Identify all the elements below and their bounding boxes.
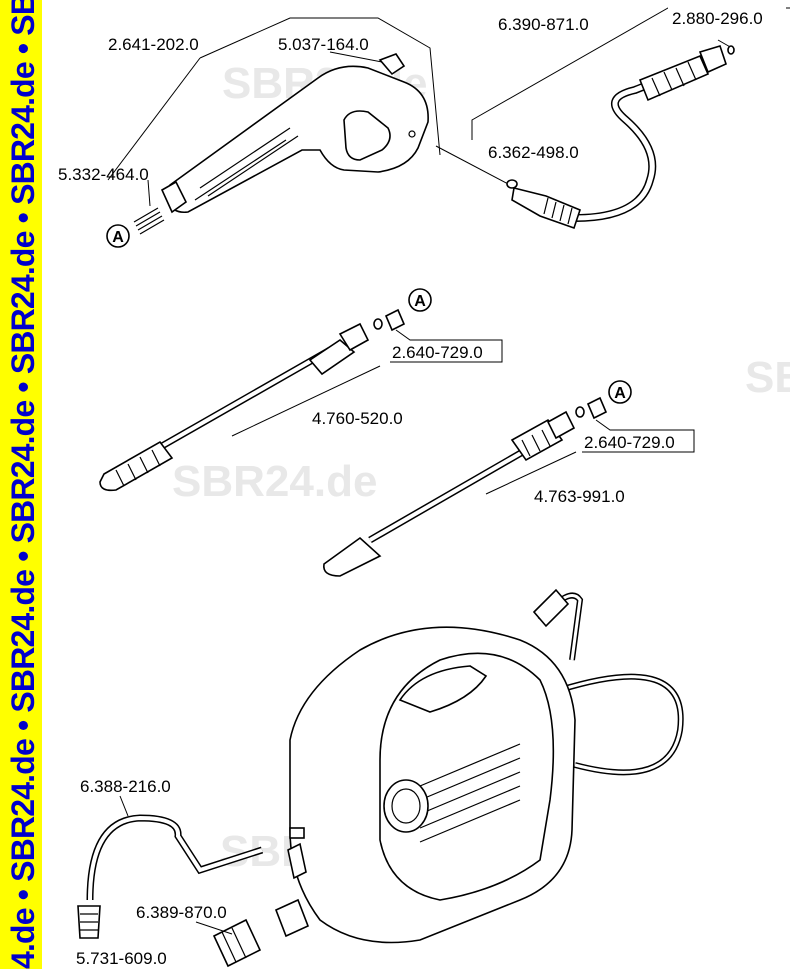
lance-1-nozzle-leader bbox=[390, 329, 503, 363]
lance-2-oring bbox=[575, 406, 585, 418]
power-cable-outline bbox=[559, 673, 684, 776]
spring-part bbox=[133, 207, 165, 235]
inlet-hose-leader bbox=[119, 795, 129, 817]
hose-nut bbox=[698, 45, 727, 74]
lance-2-leader bbox=[485, 451, 577, 495]
power-cable bbox=[559, 675, 683, 774]
label-hose-oring: 6.362-498.0 bbox=[488, 143, 579, 162]
washer-handle-grip bbox=[398, 665, 488, 713]
top-hose-sleeve bbox=[532, 588, 570, 628]
washer-dial-knob bbox=[383, 779, 429, 833]
clip-leader bbox=[329, 51, 383, 63]
coupling-ribs bbox=[221, 927, 247, 963]
handle-leader-left bbox=[107, 57, 201, 181]
label-filter: 5.731-609.0 bbox=[76, 949, 167, 968]
trigger-opening bbox=[343, 110, 391, 161]
watermark-2: SBR24.de bbox=[172, 457, 377, 506]
watermark-4: SB bbox=[745, 353, 790, 402]
lance-2-nozzle bbox=[586, 396, 608, 420]
lance-1-leader bbox=[231, 365, 381, 437]
washer-front-panel bbox=[379, 652, 555, 901]
trigger-gun-group: A 2.641-202.0 5.037-164.0 5.332-464.0 bbox=[58, 17, 441, 248]
callout-a-1-letter: A bbox=[112, 229, 124, 246]
callout-a-3-letter: A bbox=[614, 385, 626, 402]
lance-2-tube bbox=[369, 440, 541, 542]
lance-2-nozzle-leader bbox=[582, 419, 695, 453]
inlet-hose bbox=[88, 815, 263, 901]
hose-tube bbox=[574, 61, 701, 221]
label-clip: 5.037-164.0 bbox=[278, 35, 369, 54]
trigger-gun-body bbox=[167, 65, 429, 214]
spray-lance-1-group: A 2.640-729.0 4.760-520.0 bbox=[99, 288, 503, 492]
gun-pin bbox=[408, 130, 416, 138]
label-hose: 6.390-871.0 bbox=[498, 15, 589, 34]
filter-ribs bbox=[80, 913, 98, 931]
watermark-sidebar: 4.de • SBR24.de • SBR24.de • SBR24.de • … bbox=[0, 0, 42, 969]
handle-leader-bracket bbox=[199, 17, 441, 156]
label-coupling: 6.389-870.0 bbox=[136, 903, 227, 922]
coupling-part bbox=[212, 918, 262, 968]
high-pressure-hose-group: 6.390-871.0 2.880-296.0 6.362-498.0 bbox=[435, 6, 790, 230]
label-hose-nut-bg bbox=[668, 6, 786, 30]
washer-outlet-nipple bbox=[289, 827, 305, 839]
washer-vent-slots bbox=[419, 743, 521, 843]
hose-connector-ribs bbox=[543, 197, 573, 225]
lance-2-nozzle-cone bbox=[323, 536, 382, 577]
lance-1-nozzle bbox=[384, 308, 406, 332]
hose-sleeve-ribs bbox=[651, 61, 697, 97]
callout-a-3 bbox=[608, 380, 632, 404]
hose-oring bbox=[506, 179, 518, 189]
hose-oring-leader bbox=[435, 145, 513, 187]
label-inlet-hose: 6.388-216.0 bbox=[80, 777, 171, 796]
label-lance-2: 4.763-991.0 bbox=[534, 487, 625, 506]
lance-1-grip bbox=[99, 440, 174, 492]
coupling-leader bbox=[195, 921, 233, 935]
lance-2-coupler bbox=[546, 410, 576, 440]
label-lance-nozzle-2: 2.640-729.0 bbox=[584, 433, 675, 452]
pressure-washer-unit bbox=[274, 588, 684, 944]
hose-nut-oring bbox=[727, 45, 735, 55]
label-lance-nozzle-1: 2.640-729.0 bbox=[392, 343, 483, 362]
gun-lock-clip bbox=[160, 180, 188, 214]
spring-leader bbox=[147, 179, 151, 207]
hose-sleeve bbox=[638, 54, 710, 102]
lance-2-head bbox=[510, 418, 564, 462]
spray-lance-2-group: A 2.640-729.0 4.763-991.0 bbox=[323, 380, 695, 577]
inlet-hose-group: 6.388-216.0 5.731-609.0 6.389-870.0 bbox=[76, 777, 264, 968]
washer-outlet-fitting bbox=[287, 842, 307, 880]
lance-1-head bbox=[308, 338, 356, 376]
lance-1-grip-ribs bbox=[115, 449, 161, 487]
label-lance-1: 4.760-520.0 bbox=[312, 409, 403, 428]
lance-1-coupler bbox=[338, 322, 370, 352]
washer-inlet-fitting bbox=[274, 898, 310, 938]
label-spring: 5.332-464.0 bbox=[58, 165, 149, 184]
sidebar-svg: 4.de • SBR24.de • SBR24.de • SBR24.de • … bbox=[5, 0, 41, 969]
label-hose-nut: 2.880-296.0 bbox=[672, 9, 763, 28]
clip-part bbox=[378, 53, 406, 76]
lance-1-oring bbox=[373, 318, 383, 330]
sidebar-watermark-text: 4.de • SBR24.de • SBR24.de • SBR24.de • … bbox=[5, 0, 41, 969]
callout-a-2-letter: A bbox=[414, 293, 426, 310]
label-handle: 2.641-202.0 bbox=[108, 35, 199, 54]
lance-2-head-ribs bbox=[521, 429, 551, 457]
callout-a-2 bbox=[408, 288, 432, 312]
washer-dial-inner bbox=[391, 788, 421, 824]
gun-grip-ribs bbox=[194, 127, 299, 201]
callout-a-1 bbox=[106, 224, 130, 248]
